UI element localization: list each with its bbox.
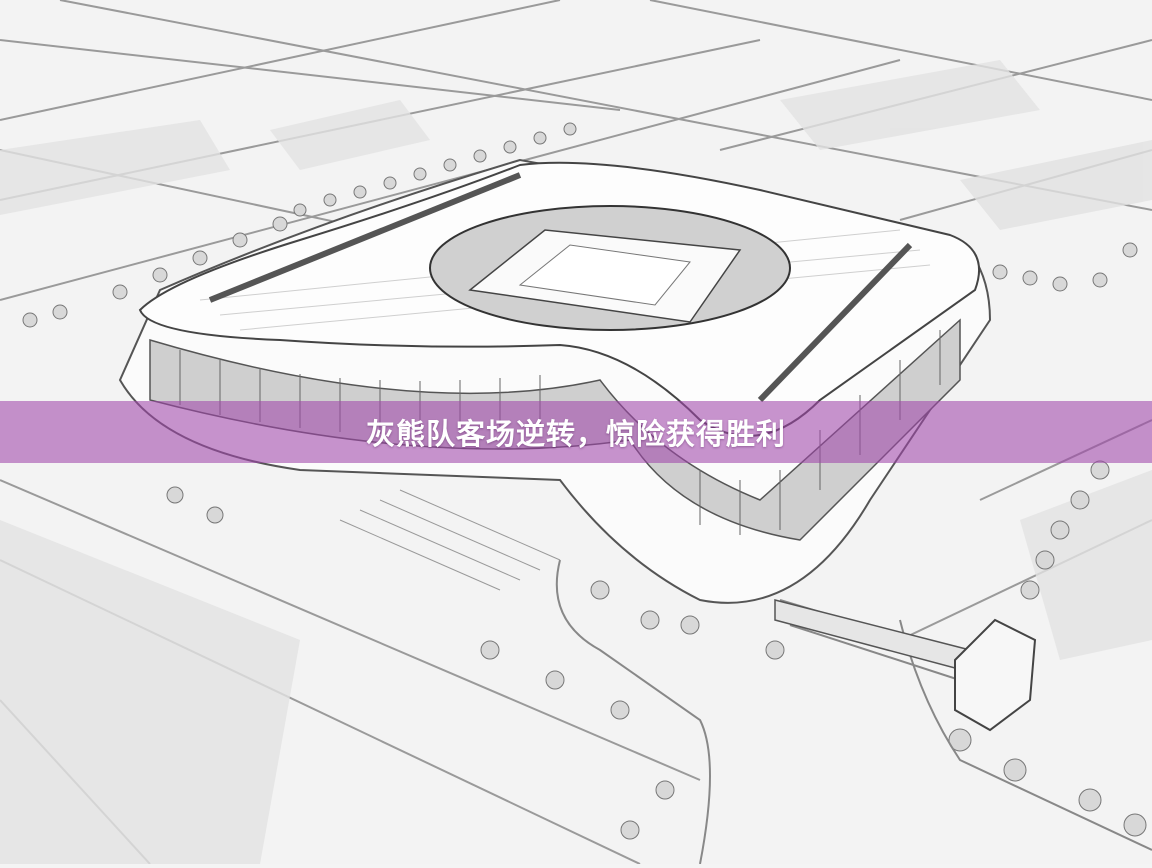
headline-banner: 灰熊队客场逆转，惊险获得胜利 [0,401,1152,463]
headline-text: 灰熊队客场逆转，惊险获得胜利 [365,417,786,451]
